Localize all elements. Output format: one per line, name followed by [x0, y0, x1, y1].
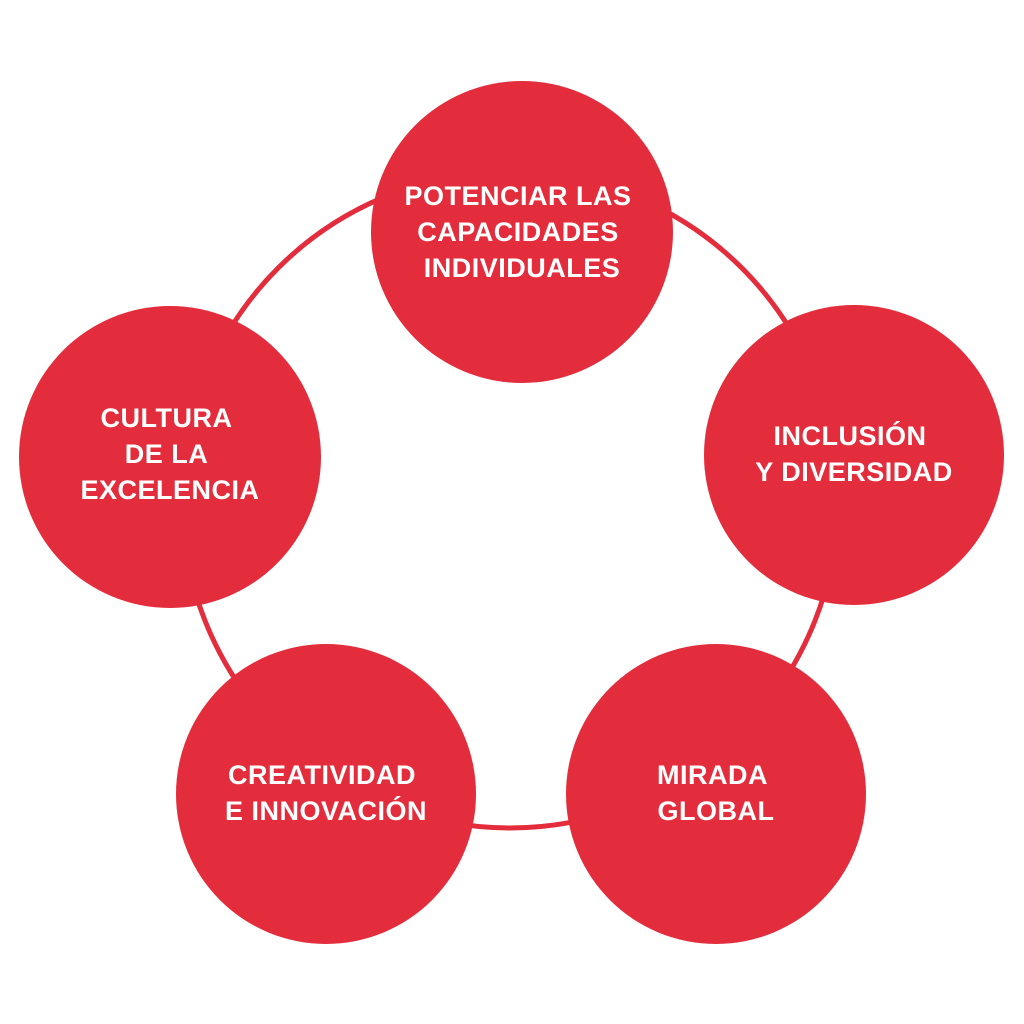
node-label-line: MIRADA [657, 760, 767, 790]
node-mirada-global: MIRADA GLOBAL [566, 644, 866, 944]
node-circle [19, 306, 321, 608]
node-label-line: CAPACIDADES [417, 217, 619, 247]
node-label-line: INCLUSIÓN [773, 420, 926, 451]
node-label-line: CULTURA [101, 403, 232, 433]
node-label-line: EXCELENCIA [80, 475, 259, 505]
node-label: POTENCIAR LAS CAPACIDADES INDIVIDUALES [404, 181, 639, 283]
node-label: MIRADA GLOBAL [657, 760, 775, 826]
node-label-line: E INNOVACIÓN [225, 795, 427, 826]
node-label-line: CREATIVIDAD [228, 760, 416, 790]
node-circle [704, 305, 1004, 605]
node-cultura-excelencia: CULTURA DE LA EXCELENCIA [19, 306, 321, 608]
node-circle [176, 644, 476, 944]
node-label: INCLUSIÓN Y DIVERSIDAD [755, 420, 953, 487]
node-circle [371, 81, 673, 383]
node-label-line: Y DIVERSIDAD [755, 457, 953, 487]
node-label: CREATIVIDAD E INNOVACIÓN [225, 760, 427, 826]
node-circle [566, 644, 866, 944]
node-creatividad-innovacion: CREATIVIDAD E INNOVACIÓN [176, 644, 476, 944]
node-label-line: POTENCIAR LAS [404, 181, 631, 211]
node-label: CULTURA DE LA EXCELENCIA [80, 403, 259, 505]
node-potenciar-capacidades: POTENCIAR LAS CAPACIDADES INDIVIDUALES [371, 81, 673, 383]
node-label-line: INDIVIDUALES [424, 253, 621, 283]
node-label-line: GLOBAL [658, 796, 775, 826]
node-inclusion-diversidad: INCLUSIÓN Y DIVERSIDAD [704, 305, 1004, 605]
node-label-line: DE LA [125, 439, 208, 469]
